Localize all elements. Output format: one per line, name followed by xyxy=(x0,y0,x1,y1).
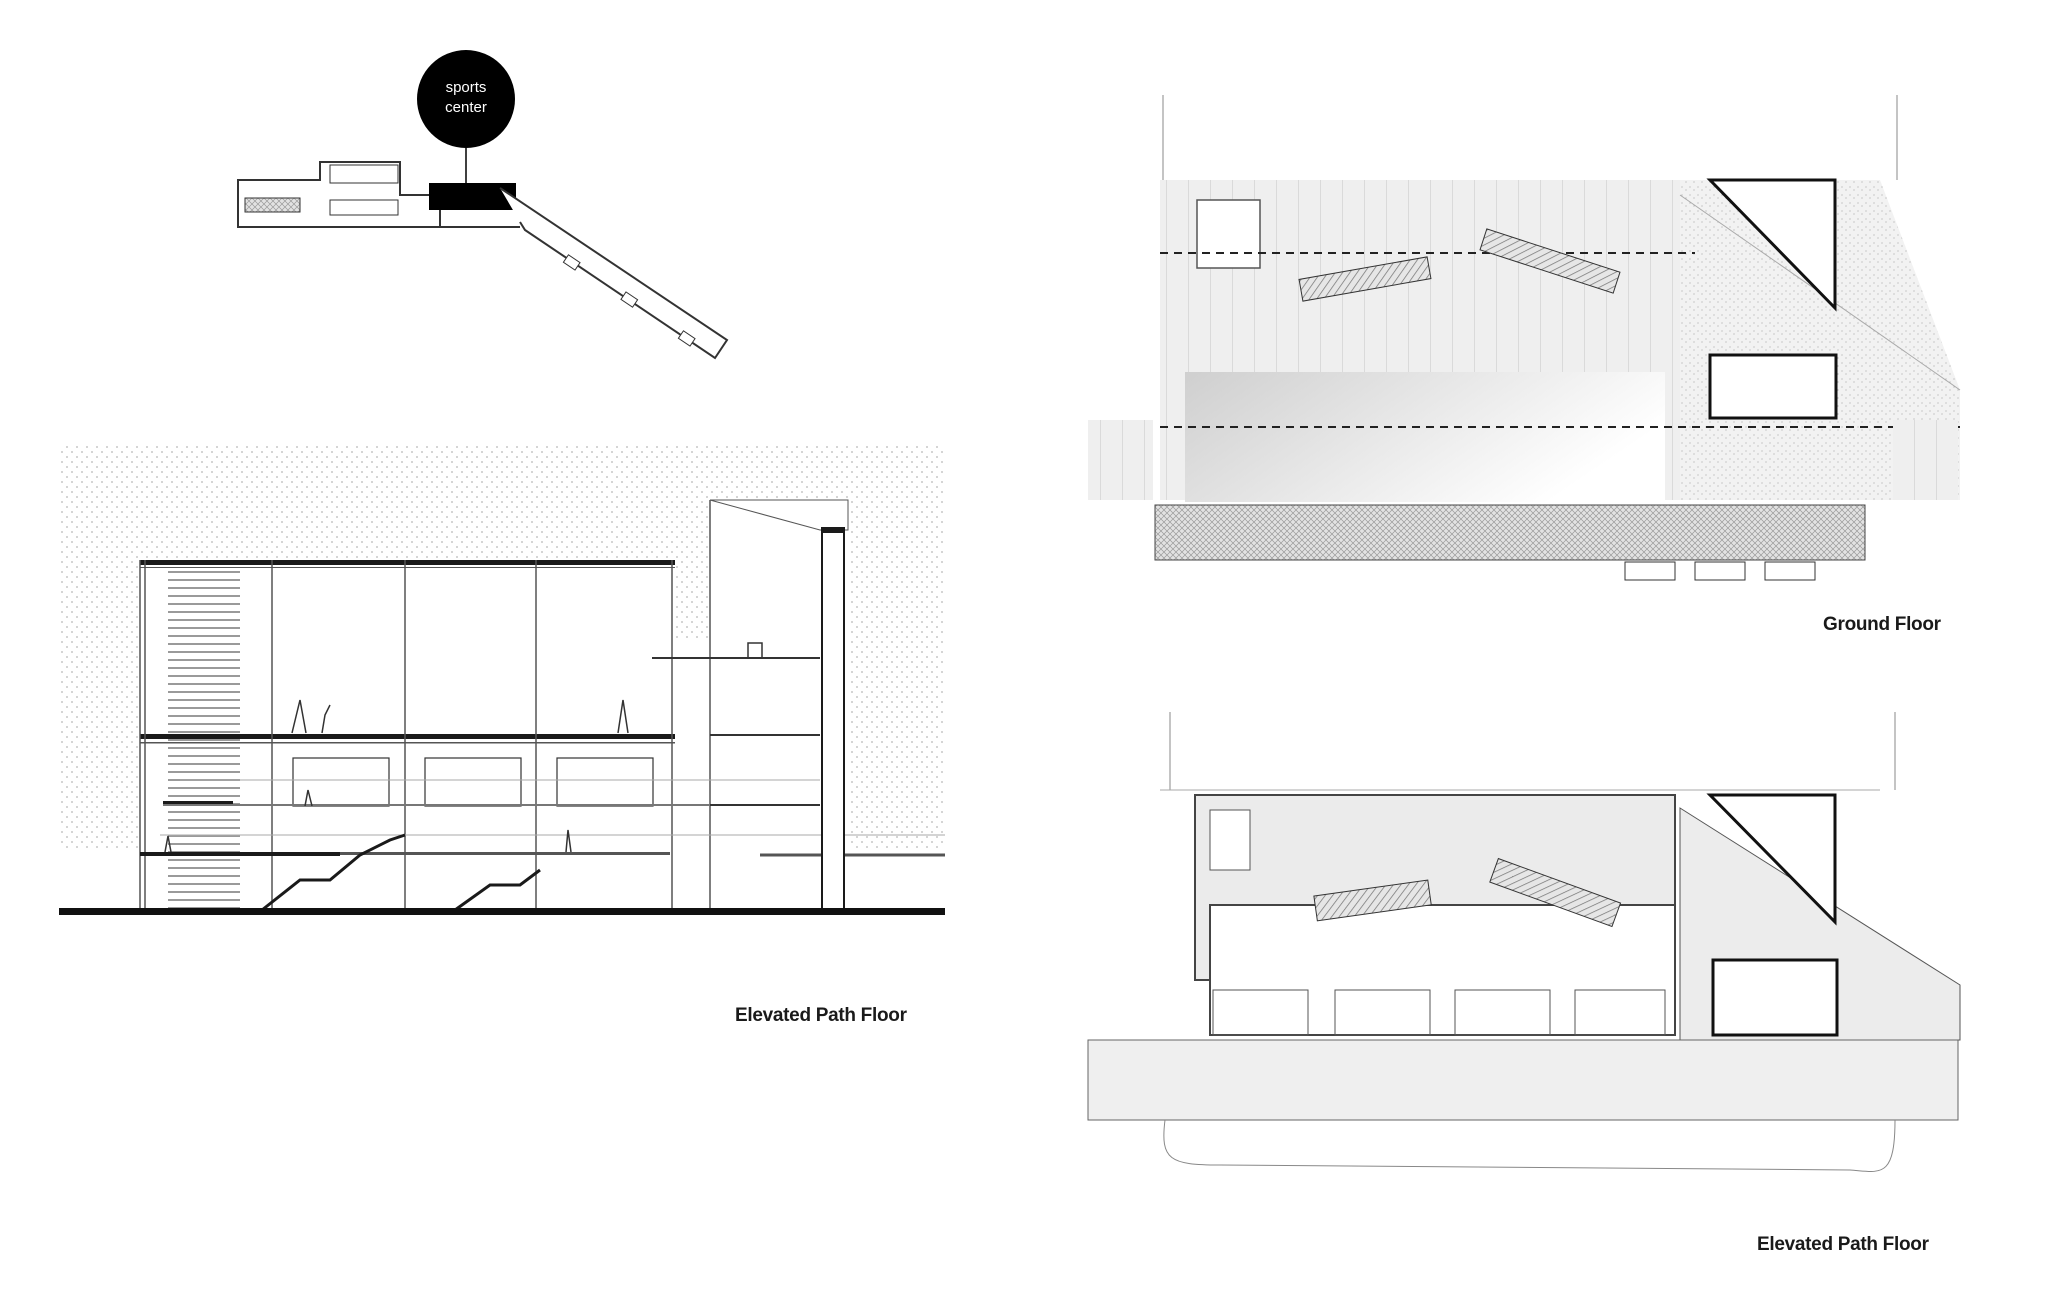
elevated-path-floor-plan xyxy=(1087,712,1961,1172)
building-section xyxy=(59,443,945,915)
callout-line-2: center xyxy=(445,99,487,116)
ground-floor-caption: Ground Floor xyxy=(1823,614,1941,635)
sports-center-callout xyxy=(417,50,515,148)
key-plan xyxy=(237,50,729,360)
callout-line-1: sports xyxy=(445,79,487,96)
elevated-path-floor-caption: Elevated Path Floor xyxy=(1757,1234,1929,1255)
section-caption: Elevated Path Floor xyxy=(735,1005,907,1026)
sports-center-label: sports center xyxy=(417,78,515,118)
ground-floor-plan xyxy=(1088,95,1961,581)
